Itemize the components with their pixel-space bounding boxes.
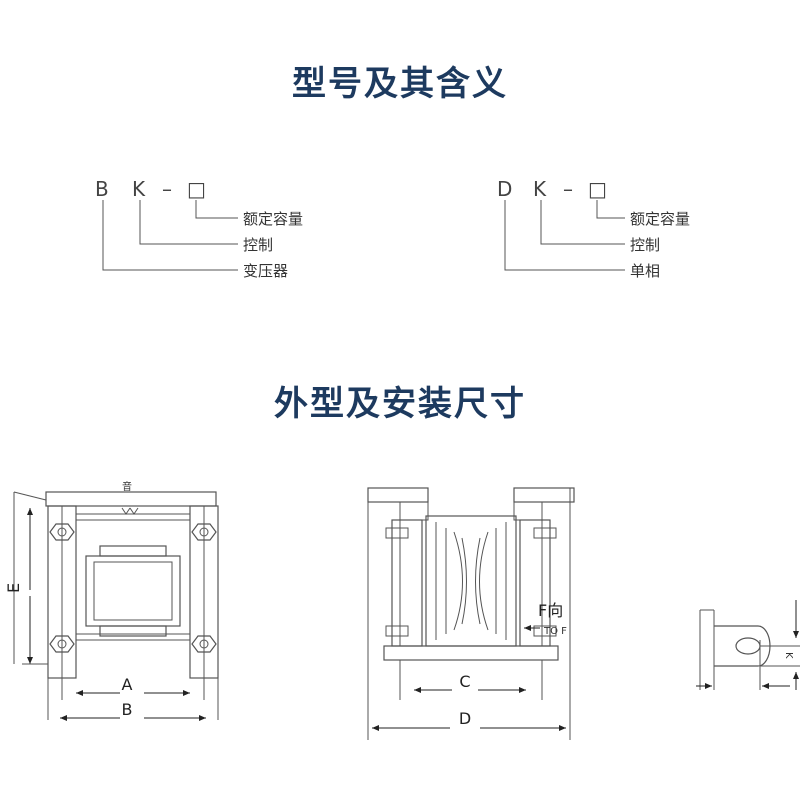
dk-leader-single-phase (504, 200, 625, 271)
side-plate-left (391, 519, 423, 647)
side-coil (425, 515, 517, 647)
dim-d-label: D (459, 709, 471, 728)
dk-leader-capacity (596, 200, 625, 219)
bk-leader-capacity (195, 200, 238, 219)
terminal-lug-drawing: K (696, 600, 800, 690)
bk-model-diagram: B K – □ 额定容量 控制 变压器 (95, 177, 303, 280)
front-top-bar (45, 491, 217, 507)
dim-a-label: A (122, 675, 133, 694)
terminal-lug-hole (735, 637, 761, 655)
front-top-ext (13, 491, 47, 501)
dk-code-dash: – (563, 177, 573, 201)
bk-code-box: □ (187, 177, 206, 201)
bk-label-transformer: 变压器 (243, 262, 288, 280)
f-direction-label: F向 (538, 601, 563, 620)
dim-c-label: C (459, 672, 470, 691)
front-nut-tr-icon (191, 523, 217, 541)
dk-model-diagram: D K – □ 额定容量 控制 单相 (497, 177, 690, 280)
bk-code-b: B (95, 177, 109, 201)
front-nut-br-icon (191, 635, 217, 653)
front-top-terminal (121, 507, 139, 515)
bk-leader-control (139, 200, 238, 245)
dk-label-single-phase: 单相 (630, 262, 660, 280)
side-bracket-tl (367, 487, 429, 503)
front-core (85, 555, 181, 627)
front-nut-bl-icon (49, 635, 75, 653)
side-bracket-tr (513, 487, 575, 503)
model-meaning-heading: 型号及其含义 (292, 64, 508, 104)
dk-code-d: D (497, 177, 512, 201)
side-coil-windings (435, 522, 507, 640)
dim-k-label: K (783, 652, 794, 659)
front-coil-bottom (99, 625, 167, 637)
bk-code-dash: – (162, 177, 172, 201)
front-nut-tl-icon (49, 523, 75, 541)
front-top-mark: 音 (122, 480, 132, 493)
dk-label-control: 控制 (630, 236, 660, 254)
side-view-drawing: F向 TO F C D (367, 487, 575, 740)
to-f-label: TO F (543, 626, 567, 637)
dk-leader-control (540, 200, 625, 245)
dim-b-label: B (122, 700, 133, 719)
bk-label-control: 控制 (243, 236, 273, 254)
bk-code-k: K (132, 177, 146, 201)
dim-e-label: E (4, 583, 23, 593)
front-view-drawing: 音 (4, 480, 219, 721)
side-base (383, 645, 559, 661)
front-coil-top (99, 545, 167, 557)
dk-code-k: K (533, 177, 547, 201)
dk-label-capacity: 额定容量 (630, 210, 690, 228)
bk-leader-transformer (102, 200, 238, 271)
dk-code-box: □ (588, 177, 607, 201)
dimensions-heading: 外型及安装尺寸 (274, 384, 526, 424)
bk-label-capacity: 额定容量 (243, 210, 303, 228)
